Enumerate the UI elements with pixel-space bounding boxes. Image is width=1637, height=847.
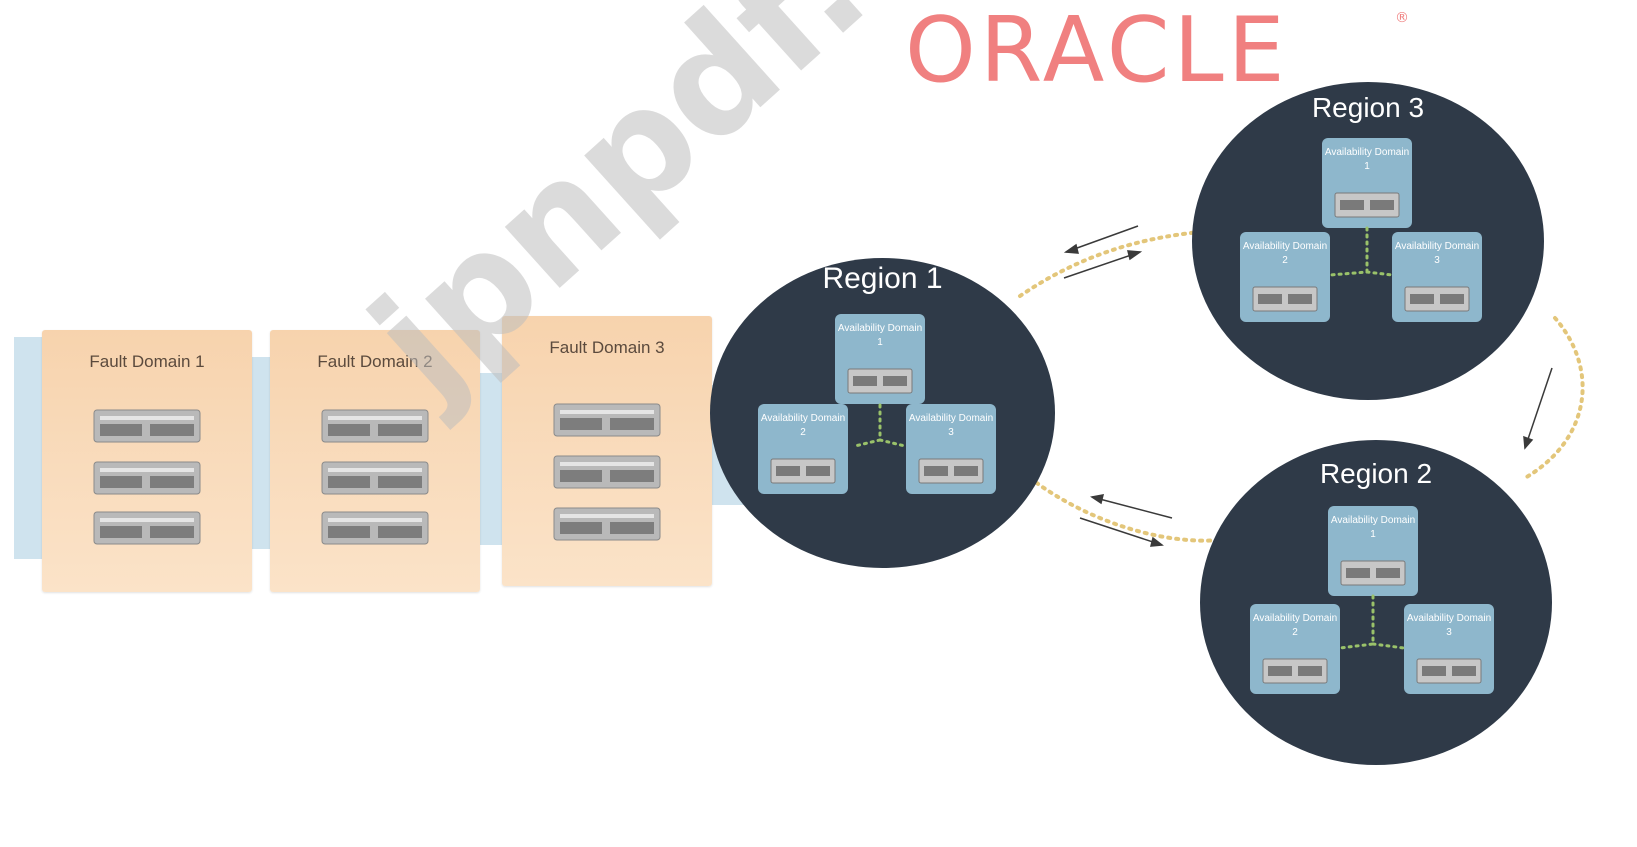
region-title: Region 2 bbox=[1319, 458, 1433, 489]
link-region1-region2 bbox=[1028, 476, 1222, 543]
server-icon bbox=[321, 409, 429, 443]
link-r2-ad1-ad3 bbox=[1371, 642, 1406, 650]
ad-label: Availability Domain 1 bbox=[1330, 515, 1416, 540]
link-region3-region2 bbox=[1523, 316, 1585, 480]
ad-label: Availability Domain 3 bbox=[1406, 613, 1492, 638]
region-1: Region 1 Availability Domain 1 Availabil… bbox=[710, 258, 1055, 568]
availability-domain-3: Availability Domain 3 bbox=[906, 404, 996, 494]
server-icon bbox=[553, 455, 661, 489]
server-icon bbox=[1334, 192, 1400, 218]
server-icon bbox=[553, 507, 661, 541]
server-icon bbox=[321, 461, 429, 495]
arrow-r1-to-r2 bbox=[1079, 517, 1163, 546]
ad-label: Availability Domain 1 bbox=[837, 323, 923, 348]
connector-strip-left bbox=[14, 337, 46, 559]
connector-strip-1-2 bbox=[252, 357, 272, 549]
arrow-r1-to-r3 bbox=[1063, 251, 1141, 279]
fault-domain-label: Fault Domain 2 bbox=[317, 352, 433, 371]
server-icon bbox=[93, 511, 201, 545]
availability-domain-1: Availability Domain 1 bbox=[1328, 506, 1418, 596]
fault-domain-label: Fault Domain 3 bbox=[549, 338, 665, 357]
server-icon bbox=[1252, 286, 1318, 312]
server-icon bbox=[321, 511, 429, 545]
fault-domain-label: Fault Domain 1 bbox=[89, 352, 205, 371]
server-icon bbox=[1340, 560, 1406, 586]
fault-domain-3: Fault Domain 3 bbox=[502, 316, 712, 586]
link-r3-ad1-ad3 bbox=[1365, 270, 1394, 277]
arrow-r2-to-r1 bbox=[1091, 496, 1173, 519]
availability-domain-1: Availability Domain 1 bbox=[835, 314, 925, 404]
ad-label: Availability Domain 2 bbox=[1252, 613, 1338, 638]
oracle-logo-text: ORACLE bbox=[905, 0, 1289, 103]
server-icon bbox=[1416, 658, 1482, 684]
server-icon bbox=[553, 403, 661, 437]
server-icon bbox=[770, 458, 836, 484]
arrow-r3-to-r2 bbox=[1524, 367, 1553, 449]
oracle-logo: ORACLE ® bbox=[905, 6, 1445, 96]
ad-label: Availability Domain 2 bbox=[760, 413, 846, 438]
connector-strip-2-3 bbox=[478, 373, 504, 545]
availability-domain-3: Availability Domain 3 bbox=[1404, 604, 1494, 694]
availability-domain-2: Availability Domain 2 bbox=[758, 404, 848, 494]
availability-domain-2: Availability Domain 2 bbox=[1240, 232, 1330, 322]
link-r1-ad1-ad2 bbox=[853, 403, 882, 448]
server-icon bbox=[918, 458, 984, 484]
fault-domain-2: Fault Domain 2 bbox=[270, 330, 480, 592]
server-icon bbox=[1404, 286, 1470, 312]
server-icon bbox=[93, 409, 201, 443]
link-r3-ad1-ad2 bbox=[1328, 226, 1369, 277]
region-title: Region 1 bbox=[822, 262, 943, 295]
region-2: Region 2 Availability Domain 1 Availabil… bbox=[1200, 440, 1552, 765]
ad-label: Availability Domain 3 bbox=[1394, 241, 1480, 266]
region-title: Region 3 bbox=[1311, 92, 1425, 123]
link-r2-ad1-ad2 bbox=[1338, 594, 1375, 650]
fault-domain-1: Fault Domain 1 bbox=[42, 330, 252, 592]
ad-label: Availability Domain 2 bbox=[1242, 241, 1328, 266]
ad-label: Availability Domain 1 bbox=[1324, 147, 1410, 172]
server-icon bbox=[93, 461, 201, 495]
availability-domain-3: Availability Domain 3 bbox=[1392, 232, 1482, 322]
server-icon bbox=[847, 368, 913, 394]
server-icon bbox=[1262, 658, 1328, 684]
arrow-r3-to-r1 bbox=[1065, 225, 1139, 253]
registered-mark: ® bbox=[1395, 10, 1409, 26]
link-region1-region3 bbox=[1018, 230, 1202, 298]
ad-label: Availability Domain 3 bbox=[908, 413, 994, 438]
availability-domain-2: Availability Domain 2 bbox=[1250, 604, 1340, 694]
link-r1-ad1-ad3 bbox=[878, 438, 907, 448]
availability-domain-1: Availability Domain 1 bbox=[1322, 138, 1412, 228]
